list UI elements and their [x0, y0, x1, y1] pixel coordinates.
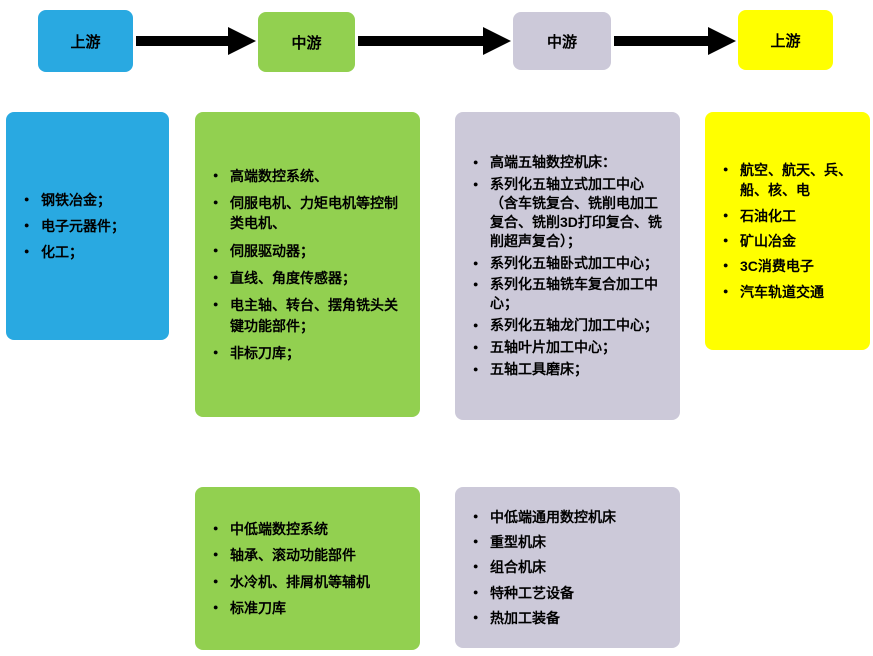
list-item: 航空、航天、兵、船、核、电 [723, 160, 860, 201]
list-item: 标准刀库 [213, 598, 410, 618]
midstream-components-list: 高端数控系统、伺服电机、力矩电机等控制类电机、伺服驱动器； 直线、角度传感器； 电主… [201, 159, 414, 370]
midstream-machines-low-box: 中低端通用数控机床重型机床组合机床特种工艺设备热加工装备 [455, 487, 680, 648]
upstream-materials-box: 钢铁冶金； 电子元器件； 化工； [6, 112, 169, 340]
arrow-head-icon [483, 27, 511, 55]
arrow-head-icon [228, 27, 256, 55]
stage-label: 上游 [70, 33, 101, 51]
list-item: 组合机床 [473, 557, 670, 577]
arrow-shaft [136, 36, 228, 46]
upstream-materials-list: 钢铁冶金； 电子元器件； 化工； [12, 184, 163, 269]
list-item: 五轴工具磨床； [473, 360, 670, 379]
list-item: 电子元器件； [24, 216, 159, 236]
stage-box-midstream-2: 中游 [513, 12, 611, 70]
list-item: 系列化五轴卧式加工中心； [473, 254, 670, 273]
list-item: 轴承、滚动功能部件 [213, 545, 410, 565]
midstream-machines-low-list: 中低端通用数控机床重型机床组合机床特种工艺设备热加工装备 [461, 502, 674, 633]
list-item: 系列化五轴立式加工中心（含车铣复合、铣削电加工复合、铣削3D打印复合、铣削超声复… [473, 175, 670, 251]
list-item: 电主轴、转台、摆角铣头关键功能部件； [213, 295, 410, 336]
stage-box-downstream: 上游 [738, 10, 833, 70]
list-item: 系列化五轴龙门加工中心； [473, 316, 670, 335]
list-item: 汽车轨道交通 [723, 282, 860, 302]
midstream-components-low-box: 中低端数控系统轴承、滚动功能部件水冷机、排屑机等辅机标准刀库 [195, 487, 420, 650]
list-item: 重型机床 [473, 532, 670, 552]
list-item: 伺服驱动器； [213, 241, 410, 261]
flow-arrow-3 [614, 27, 736, 55]
list-item: 系列化五轴铣车复合加工中心； [473, 275, 670, 313]
list-item: 中低端通用数控机床 [473, 507, 670, 527]
list-item: 非标刀库； [213, 343, 410, 363]
list-item: 化工； [24, 242, 159, 262]
stage-label: 中游 [546, 33, 577, 51]
list-item: 中低端数控系统 [213, 519, 410, 539]
list-item: 水冷机、排屑机等辅机 [213, 572, 410, 592]
flow-arrow-2 [358, 27, 511, 55]
downstream-applications-box: 航空、航天、兵、船、核、电石油化工矿山冶金 3C消费电子汽车轨道交通 [705, 112, 870, 350]
stage-box-midstream-1: 中游 [258, 12, 355, 72]
arrow-shaft [614, 36, 708, 46]
list-item: 高端五轴数控机床： [473, 153, 670, 172]
list-item: 3C消费电子 [723, 256, 860, 276]
list-item: 直线、角度传感器； [213, 268, 410, 288]
list-item: 矿山冶金 [723, 231, 860, 251]
stage-box-upstream: 上游 [38, 10, 133, 72]
midstream-machines-box: 高端五轴数控机床： 系列化五轴立式加工中心（含车铣复合、铣削电加工复合、铣削3D打… [455, 112, 680, 420]
list-item: 特种工艺设备 [473, 583, 670, 603]
stage-label: 中游 [291, 34, 322, 52]
stage-label: 上游 [770, 32, 801, 50]
list-item: 伺服电机、力矩电机等控制类电机、 [213, 193, 410, 234]
arrow-shaft [358, 36, 483, 46]
list-item: 五轴叶片加工中心； [473, 338, 670, 357]
list-item: 钢铁冶金； [24, 190, 159, 210]
arrow-head-icon [708, 27, 736, 55]
downstream-applications-list: 航空、航天、兵、船、核、电石油化工矿山冶金 3C消费电子汽车轨道交通 [711, 155, 864, 307]
midstream-components-box: 高端数控系统、伺服电机、力矩电机等控制类电机、伺服驱动器； 直线、角度传感器； 电主… [195, 112, 420, 417]
list-item: 石油化工 [723, 206, 860, 226]
flow-arrow-1 [136, 27, 256, 55]
midstream-components-low-list: 中低端数控系统轴承、滚动功能部件水冷机、排屑机等辅机标准刀库 [201, 513, 414, 624]
midstream-machines-list: 高端五轴数控机床： 系列化五轴立式加工中心（含车铣复合、铣削电加工复合、铣削3D打… [461, 150, 674, 382]
list-item: 高端数控系统、 [213, 166, 410, 186]
list-item: 热加工装备 [473, 608, 670, 628]
